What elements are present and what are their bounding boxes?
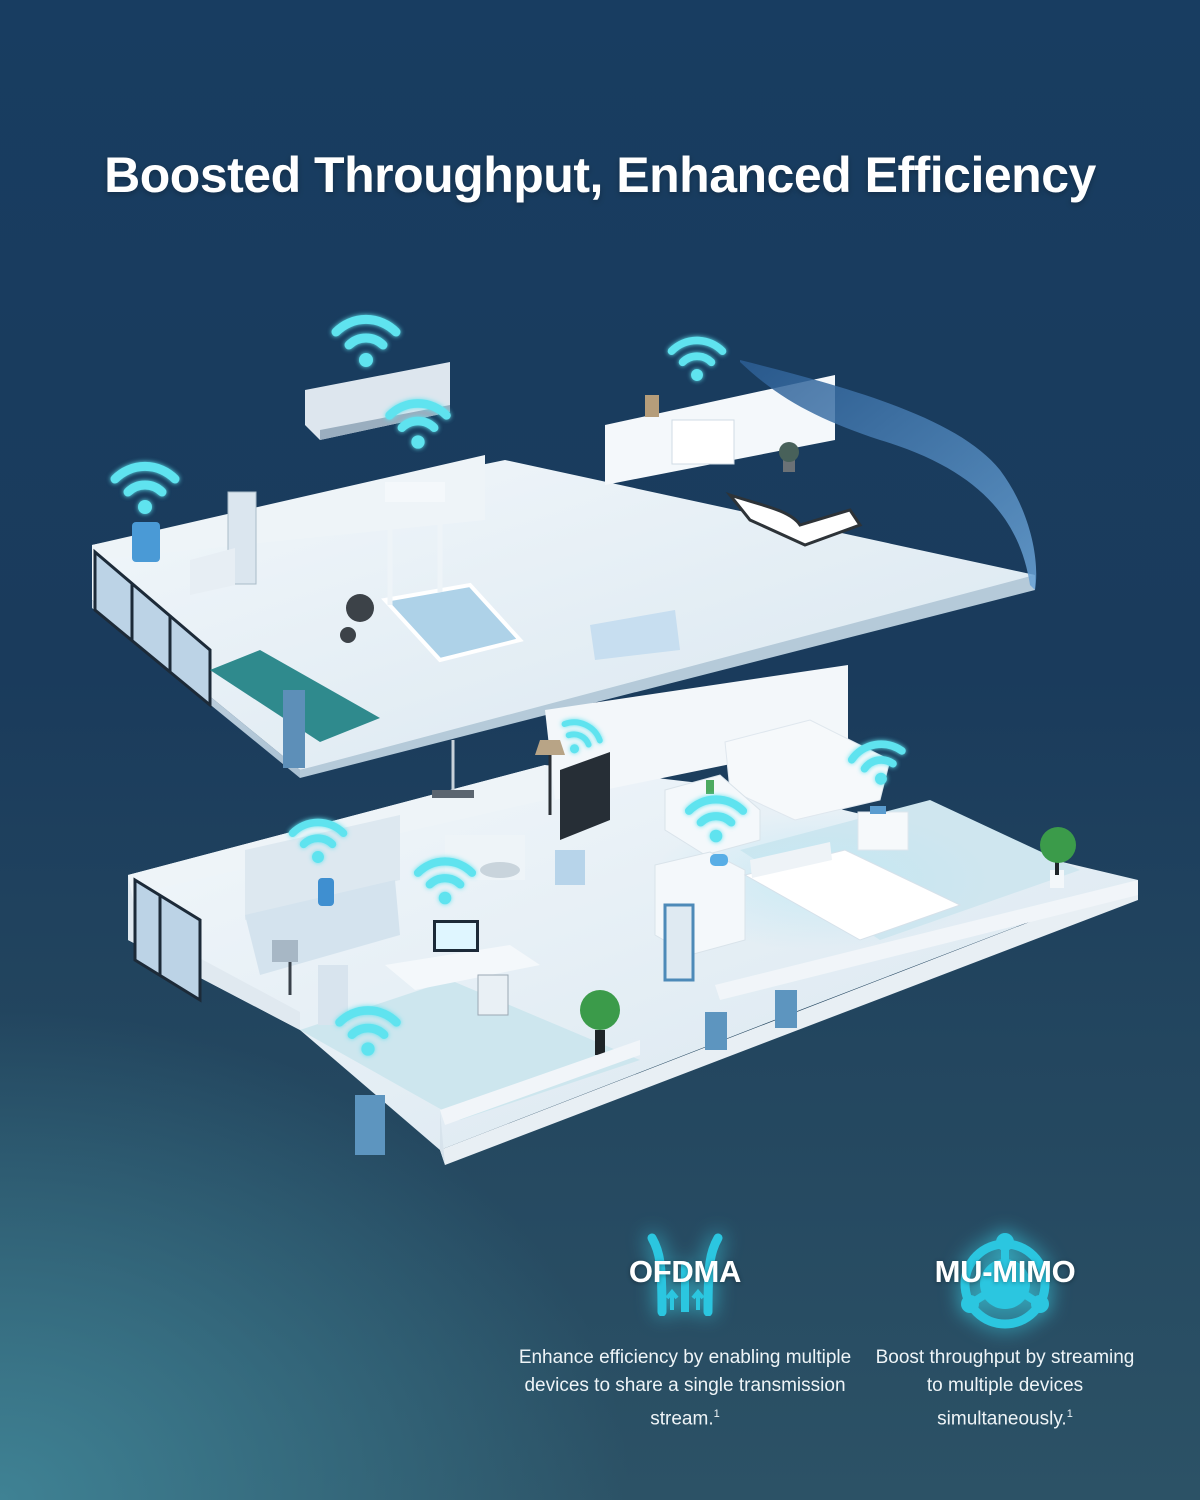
- feature-description: Enhance efficiency by enabling multiple …: [518, 1347, 852, 1430]
- footnote-marker: 1: [1066, 1408, 1073, 1420]
- feature-description: Boost throughput by streaming to multipl…: [875, 1347, 1135, 1430]
- ofdma-arrows-icon: [647, 1233, 723, 1316]
- mu-mimo-network-icon: [960, 1233, 1050, 1329]
- wifi-icon-ac-top: [336, 319, 396, 367]
- wifi-icon-camera: [115, 466, 175, 514]
- wifi-icon-upper-right: [672, 340, 723, 380]
- page-headline: Boosted Throughput, Enhanced Efficiency: [104, 146, 1096, 203]
- feature-ofdma: OFDMA Enhance efficiency by enabling mul…: [510, 1232, 860, 1433]
- feature-mu-mimo: MU-MIMO Boost throughput by streaming to…: [870, 1232, 1140, 1433]
- footnote-marker: 1: [713, 1408, 720, 1420]
- feature-title: MU-MIMO: [934, 1254, 1076, 1289]
- feature-title: OFDMA: [628, 1254, 742, 1289]
- lower-floor: [128, 665, 1138, 1165]
- upper-floor: [92, 360, 1037, 778]
